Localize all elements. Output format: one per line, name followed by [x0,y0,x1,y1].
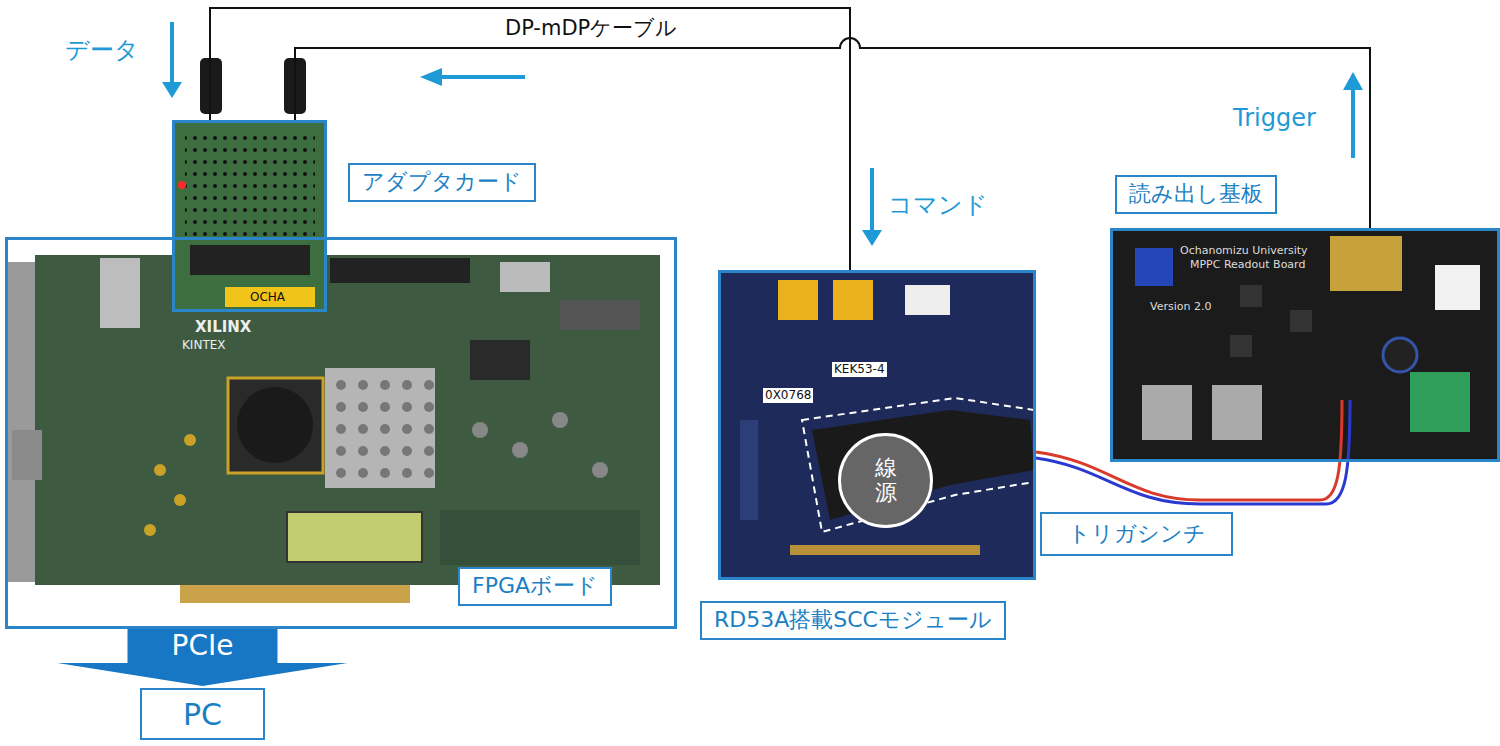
block-arrow [58,629,348,686]
source-circle: 線源 [838,433,933,528]
flow-label: コマンド [888,190,988,220]
source-label: 線源 [875,456,897,504]
direction-arrow [162,22,1363,246]
adapter-card-picture [175,123,325,309]
silkscreen-text: Version 2.0 [1150,300,1211,314]
cable-label: DP-mDPケーブル [505,15,677,41]
scc-module-picture [720,272,1034,578]
chip-id: 0X0768 [763,388,813,403]
card-frame: アダプタカード [172,120,327,312]
part-label: 読み出し基板 [1115,175,1277,214]
board-frame: FPGAボード [5,237,677,629]
label-box: トリガシンチ [1040,512,1233,556]
cable-line [295,38,1370,228]
readout-board-picture [1112,230,1498,460]
module-id: KEK53-4 [832,362,887,377]
edge-label: PCIe [172,629,234,663]
signal-wire [1036,400,1350,504]
box-label: トリガシンチ [1068,519,1206,549]
brand-mark: XILINX [195,318,251,337]
part-label: RD53A搭載SCCモジュール [700,601,1006,640]
silkscreen-text: MPPC Readout Board [1190,258,1305,272]
fpga-board-picture [8,255,660,603]
box-label: PC [183,697,222,732]
brand-mark: KINTEX [182,338,226,353]
signal-wire [1036,400,1342,500]
pc-box: PC [140,688,265,740]
flow-label: データ [65,35,139,65]
flow-label: Trigger [1233,103,1316,133]
part-label: アダプタカード [348,163,536,202]
sticker-text: OCHA [250,290,285,305]
module-frame: RD53A搭載SCCモジュール線源 [718,270,1036,580]
silkscreen-text: Ochanomizu University [1180,244,1308,258]
part-label: FPGAボード [458,567,612,606]
